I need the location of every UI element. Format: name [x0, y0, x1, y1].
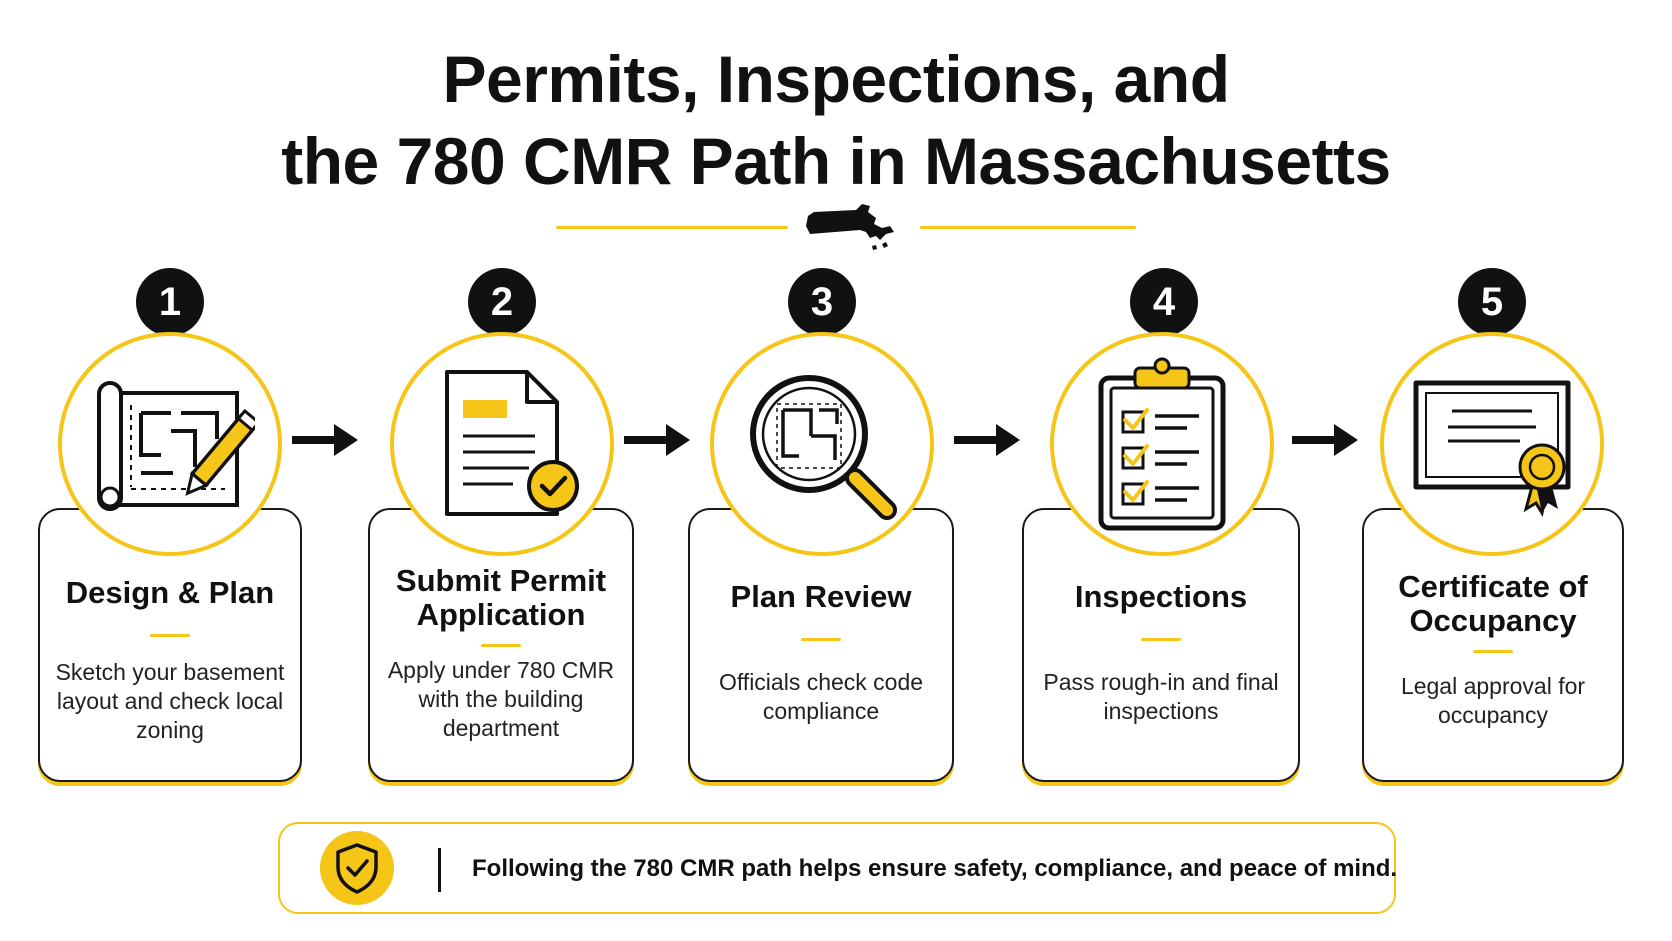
title-divider-right	[920, 226, 1136, 229]
step-icon-circle-2	[390, 332, 614, 556]
step-icon-circle-3	[710, 332, 934, 556]
certificate-ribbon-icon	[1413, 380, 1571, 518]
step-title-underline	[801, 638, 841, 641]
step-card-inspections: Inspections Pass rough-in and final insp…	[1022, 508, 1300, 782]
step-description: Legal approval for occupancy	[1400, 673, 1586, 728]
step-number-4: 4	[1130, 268, 1198, 336]
step-title-underline	[1141, 638, 1181, 641]
step-number-5: 5	[1458, 268, 1526, 336]
title-divider-left	[556, 226, 788, 229]
flow-arrow-4-5	[1290, 418, 1360, 462]
banner-divider	[438, 848, 441, 892]
page-title-line-2: the 780 CMR Path in Massachusetts	[281, 124, 1391, 198]
flow-arrow-2-3	[622, 418, 692, 462]
shield-badge	[318, 831, 396, 905]
step-description: Pass rough-in and final inspections	[1043, 669, 1279, 724]
step-icon-circle-1	[58, 332, 282, 556]
flow-arrow-1-2	[290, 418, 360, 462]
step-title-underline	[1473, 650, 1513, 653]
step-title: Design & Plan	[65, 575, 275, 610]
step-number-2: 2	[468, 268, 536, 336]
step-title: Submit Permit Application	[395, 563, 607, 632]
step-title-underline	[481, 644, 521, 647]
step-icon-circle-5	[1380, 332, 1604, 556]
flow-arrow-3-4	[952, 418, 1022, 462]
step-title: Plan Review	[730, 579, 912, 614]
step-title-underline	[150, 634, 190, 637]
magnifier-plan-icon	[750, 375, 897, 520]
page-title: Permits, Inspections, and the 780 CMR Pa…	[0, 38, 1672, 202]
page-title-line-1: Permits, Inspections, and	[442, 42, 1230, 116]
step-title: Inspections	[1074, 579, 1248, 614]
step-description: Officials check code compliance	[718, 669, 924, 724]
massachusetts-map-icon	[806, 204, 894, 250]
blueprint-pencil-icon	[97, 381, 255, 511]
step-number-1: 1	[136, 268, 204, 336]
step-icon-circle-4	[1050, 332, 1274, 556]
step-description: Sketch your basement layout and check lo…	[55, 659, 285, 743]
summary-message: Following the 780 CMR path helps ensure …	[472, 855, 1398, 882]
clipboard-checklist-icon	[1098, 357, 1226, 531]
step-description: Apply under 780 CMR with the building de…	[387, 657, 615, 741]
step-number-3: 3	[788, 268, 856, 336]
summary-banner: Following the 780 CMR path helps ensure …	[278, 822, 1398, 914]
step-title: Certificate of Occupancy	[1398, 569, 1588, 638]
document-check-icon	[445, 370, 579, 516]
shield-check-icon	[320, 831, 394, 905]
